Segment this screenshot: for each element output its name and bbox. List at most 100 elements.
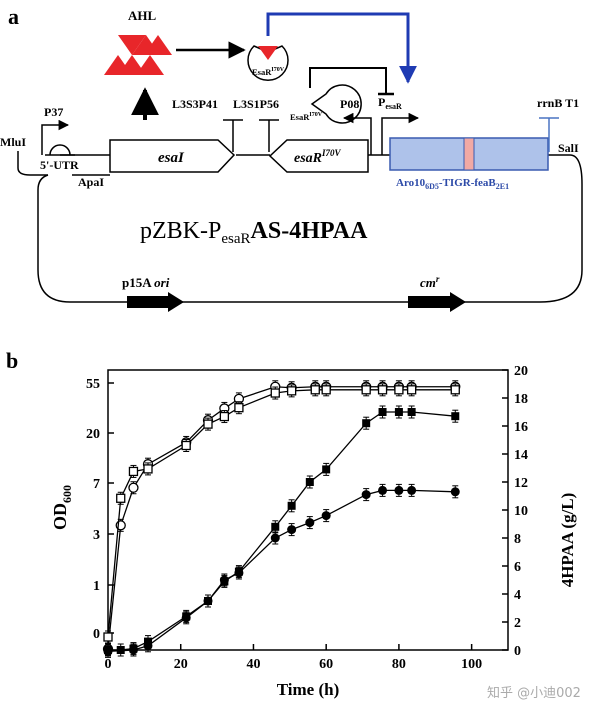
point-filled-square <box>305 478 314 486</box>
point-filled-circle <box>361 490 371 500</box>
y-right-tick-label: 10 <box>514 504 528 519</box>
point-open-square <box>203 419 213 429</box>
point-filled-circle <box>234 568 244 578</box>
gene-cmr: cmr <box>408 274 466 312</box>
panel-a-label: a <box>8 4 19 29</box>
panel-a: a AHL EsaRI70V EsaRI70V <box>0 4 583 312</box>
svg-text:EsaRI70V: EsaRI70V <box>252 67 285 77</box>
point-filled-square <box>451 412 460 421</box>
y-right-tick-label: 4 <box>514 588 521 603</box>
point-filled-square <box>394 408 403 416</box>
y-left-axis-label: OD600 <box>50 485 74 530</box>
y-left-tick-label: 1 <box>93 579 100 594</box>
point-open-square <box>181 440 191 451</box>
panel-b-label: b <box>6 348 18 373</box>
svg-text:P37: P37 <box>44 105 63 119</box>
site-apai: ApaI <box>78 175 104 189</box>
point-filled-circle <box>378 485 388 495</box>
x-axis-label: Time (h) <box>277 680 340 699</box>
svg-text:esaI: esaI <box>158 150 185 166</box>
y-right-tick-label: 8 <box>514 532 521 547</box>
promoter-pesar: PesaR <box>378 95 420 155</box>
point-open-square <box>394 385 404 395</box>
ahl-label: AHL <box>128 8 157 23</box>
y-left-tick-label: 3 <box>93 528 100 543</box>
terminator-l3s3p41: L3S3P41 <box>172 97 243 152</box>
series-line-filled-circle <box>107 489 456 653</box>
point-filled-circle <box>407 485 417 495</box>
svg-text:EsaRI70V: EsaRI70V <box>290 112 323 122</box>
point-open-square <box>286 386 297 396</box>
point-filled-circle <box>305 518 315 528</box>
y-left-tick-label: 20 <box>86 427 100 442</box>
gene-esai: esaI <box>109 139 236 173</box>
gene-esar: esaRI70V <box>268 139 369 173</box>
y-right-tick-label: 0 <box>514 644 521 659</box>
point-open-square <box>406 385 417 395</box>
svg-text:cmr: cmr <box>420 274 440 290</box>
point-filled-square <box>116 646 125 654</box>
y-right-tick-label: 20 <box>514 364 528 379</box>
x-tick-label: 80 <box>392 657 406 672</box>
y-right-tick-label: 2 <box>514 616 521 631</box>
ahl-molecules-icon <box>104 35 172 75</box>
point-filled-circle <box>270 533 280 543</box>
site-sali: SalI <box>558 141 579 155</box>
y-left-tick-label: 0 <box>93 627 100 642</box>
point-filled-square <box>322 465 331 474</box>
point-filled-circle <box>181 613 191 623</box>
point-open-square <box>128 466 139 477</box>
point-filled-circle <box>394 485 404 495</box>
watermark: 知乎 @小迪002 <box>487 685 581 701</box>
terminator-l3s1p56: L3S1P56 <box>233 97 279 152</box>
x-tick-label: 100 <box>461 657 482 672</box>
point-open-square <box>310 385 320 395</box>
promoter-p08: P08 <box>340 97 372 155</box>
point-filled-circle <box>287 525 297 535</box>
point-open-square <box>450 385 460 395</box>
y-left-tick-label: 7 <box>93 477 100 492</box>
svg-text:P08: P08 <box>340 97 359 111</box>
svg-text:L3S3P41: L3S3P41 <box>172 97 218 111</box>
series-line-open-square <box>107 389 456 638</box>
y-right-tick-label: 16 <box>514 420 528 435</box>
point-filled-circle <box>219 575 229 585</box>
y-left-tick-label: 55 <box>86 377 100 392</box>
utr-label: 5'-UTR <box>40 158 79 172</box>
point-filled-circle <box>128 645 138 655</box>
plasmid-name: pZBK-PesaRAS-4HPAA <box>140 218 368 247</box>
point-open-square <box>103 632 113 642</box>
point-filled-circle <box>321 511 331 521</box>
point-open-square <box>143 464 153 474</box>
terminator-rrnb-t1: rrnB T1 <box>537 96 579 152</box>
esar-ahl-complex-icon: EsaRI70V <box>247 45 289 82</box>
promoter-p37: P37 <box>41 105 70 155</box>
x-tick-label: 60 <box>319 657 333 672</box>
point-open-square <box>219 411 230 422</box>
y-right-tick-label: 14 <box>514 448 528 463</box>
svg-text:L3S1P56: L3S1P56 <box>233 97 279 111</box>
point-filled-circle <box>203 596 213 606</box>
svg-text:p15A ori: p15A ori <box>122 275 170 290</box>
point-filled-circle <box>143 641 153 651</box>
point-open-square <box>270 388 280 398</box>
point-filled-square <box>287 501 296 510</box>
point-filled-square <box>378 408 387 416</box>
point-open-square <box>116 493 126 503</box>
point-filled-square <box>271 522 280 531</box>
point-filled-square <box>407 408 416 416</box>
y-right-axis-label: 4HPAA (g/L) <box>558 493 577 588</box>
svg-text:Aro106D5-TIGR-feaB2E1: Aro106D5-TIGR-feaB2E1 <box>396 177 509 191</box>
y-right-tick-label: 6 <box>514 560 521 575</box>
svg-text:esaRI70V: esaRI70V <box>294 148 342 166</box>
repression-inhibition-line <box>309 67 387 94</box>
ori-p15a: p15A ori <box>122 275 184 312</box>
y-right-tick-label: 18 <box>514 392 528 407</box>
svg-text:PesaR: PesaR <box>378 95 402 111</box>
x-tick-label: 20 <box>174 657 188 672</box>
point-filled-square <box>362 419 371 428</box>
y-right-tick-label: 12 <box>514 476 528 491</box>
svg-text:rrnB T1: rrnB T1 <box>537 96 579 110</box>
